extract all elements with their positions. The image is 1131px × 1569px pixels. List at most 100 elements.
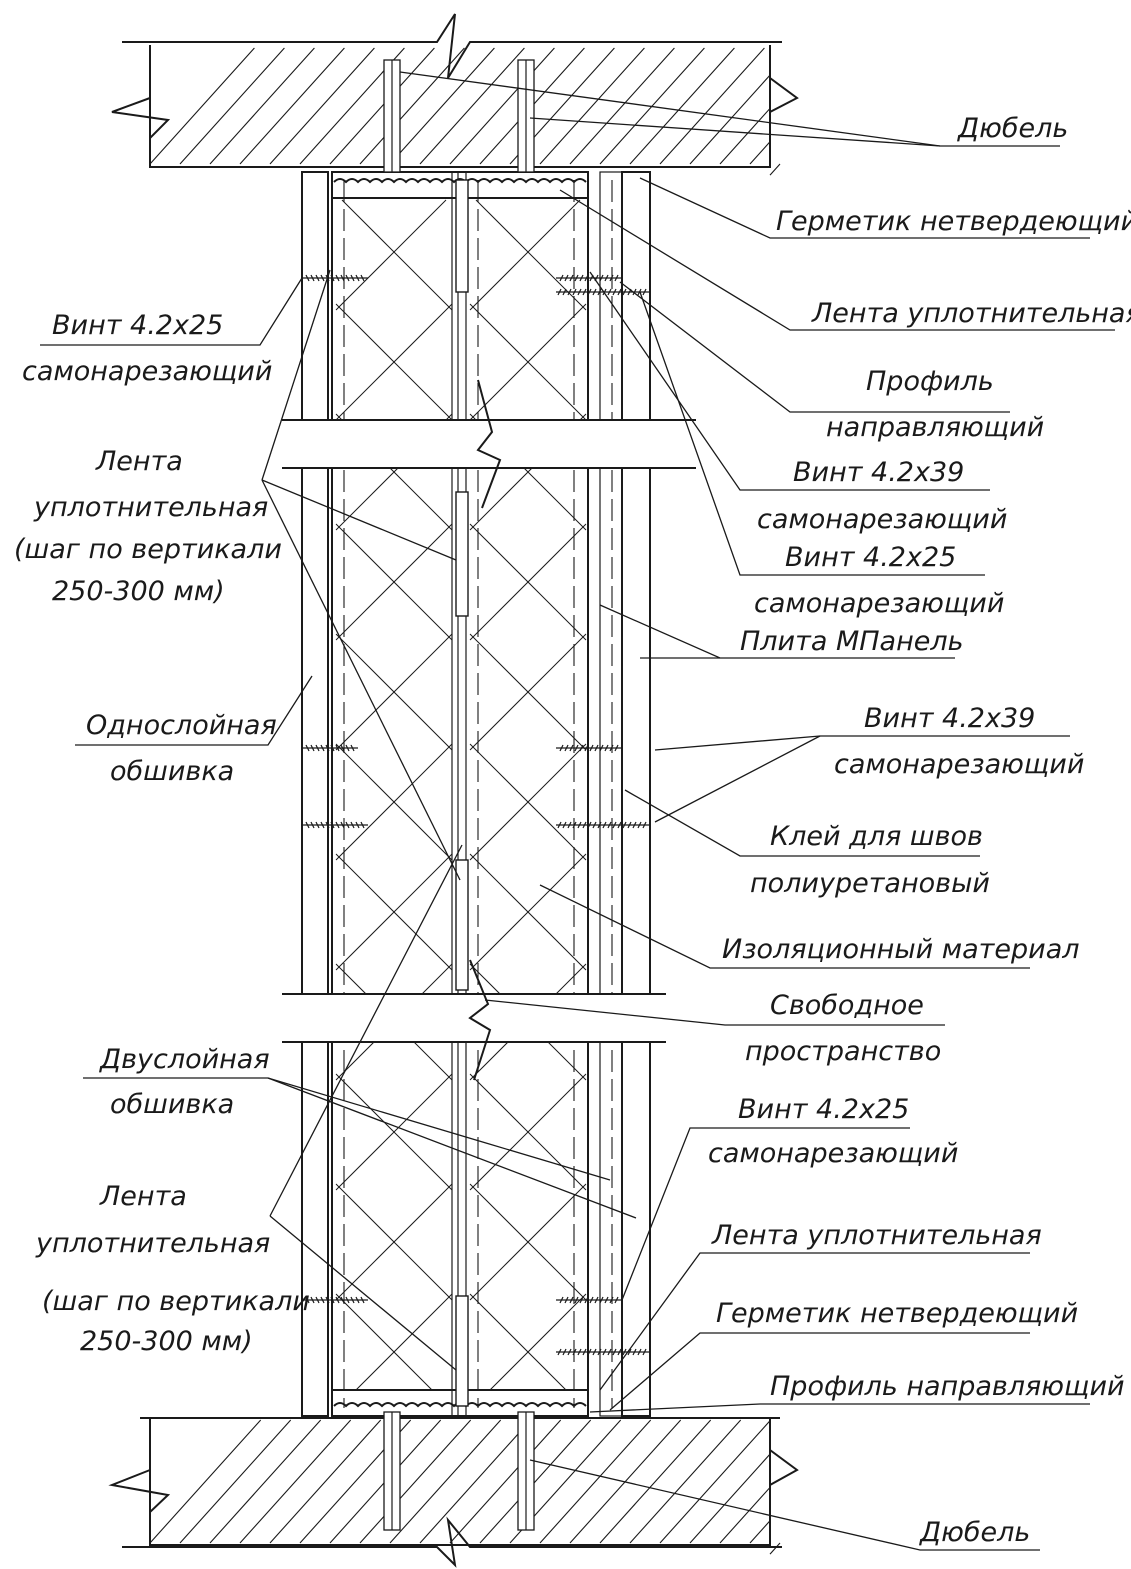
slab-hatch-line <box>329 47 435 165</box>
insulation-hatch-line <box>335 523 453 641</box>
slab-hatch-line <box>359 1419 472 1544</box>
screw-right-low-2 <box>556 1347 651 1357</box>
label-profile-low: Профиль направляющий <box>770 1371 1125 1402</box>
slab-hatch-line <box>629 1419 742 1544</box>
break-band-lower <box>282 959 666 1081</box>
insulation-hatch-line <box>469 633 587 751</box>
bottom-floor-slab <box>108 1417 799 1568</box>
label-single-layer-2: обшивка <box>110 756 234 787</box>
insulation-hatch-line <box>489 1293 587 1391</box>
label-tape-left-3: (шаг по вертикали <box>14 534 282 565</box>
slab-hatch-line <box>389 47 495 165</box>
top-slab-hatch <box>149 47 781 176</box>
slab-hatch-line <box>539 47 645 165</box>
slab-hatch-line <box>149 1419 262 1544</box>
label-screw25-left-2: самонарезающий <box>22 356 272 387</box>
slab-hatch-line <box>749 141 771 165</box>
label-screw25-low-1: Винт 4.2х25 <box>738 1094 909 1125</box>
insulation-hatch-line <box>469 1293 567 1391</box>
screw-right-mid-1 <box>556 743 623 753</box>
label-screw39-top-1: Винт 4.2х39 <box>793 457 964 488</box>
label-screw25-right-2: самонарезающий <box>754 588 1004 619</box>
insulation-hatch-line <box>469 743 587 861</box>
screw-right-low-1 <box>556 1295 623 1305</box>
insulation-hatch-line <box>355 1293 453 1391</box>
screw-left-low <box>301 1295 368 1305</box>
insulation-crosshatch <box>335 199 587 1391</box>
label-tape-left-1: Лента <box>95 446 183 477</box>
label-dowel-top: Дюбель <box>957 113 1068 144</box>
label-profile-top-1: Профиль <box>866 366 994 397</box>
label-board: Плита МПанель <box>740 626 964 657</box>
insulation-hatch-line <box>469 1183 587 1301</box>
insulation-hatch-line <box>475 199 587 311</box>
label-tape-left-2: уплотнительная <box>33 492 268 523</box>
label-tape-left-4: 250-300 мм) <box>52 576 225 607</box>
callout-labels: Дюбель Герметик нетвердеющий Лента уплот… <box>14 113 1131 1548</box>
label-screw25-left-1: Винт 4.2х25 <box>52 310 223 341</box>
slab-hatch-line <box>769 163 781 176</box>
slab-hatch-line <box>149 47 255 165</box>
partition-wall <box>301 171 651 1417</box>
sealing-tapes <box>455 179 469 1407</box>
insulation-hatch-line <box>335 1073 453 1191</box>
label-sealant-top: Герметик нетвердеющий <box>776 206 1131 237</box>
slab-hatch-line <box>449 47 555 165</box>
label-screw39-top-2: самонарезающий <box>757 504 1007 535</box>
insulation-hatch-line <box>335 199 447 311</box>
slab-hatch-line <box>599 1419 712 1544</box>
label-free-space-2: пространство <box>745 1036 941 1067</box>
dowel-top-left <box>383 59 401 173</box>
screw-left-mid-1 <box>301 743 358 753</box>
label-double-layer-1: Двуслойная <box>99 1044 270 1075</box>
insulation-hatch-line <box>469 853 587 971</box>
label-single-layer-1: Однослойная <box>86 710 277 741</box>
insulation-hatch-line <box>469 303 587 421</box>
label-sealant-low: Герметик нетвердеющий <box>716 1298 1078 1329</box>
dowels <box>383 59 535 1531</box>
slab-hatch-line <box>659 47 765 165</box>
slab-hatch-line <box>539 1419 652 1544</box>
slab-hatch-line <box>769 1542 781 1555</box>
label-screw39-mid-2: самонарезающий <box>834 749 1084 780</box>
label-tape-top: Лента уплотнительная <box>811 298 1131 329</box>
insulation-hatch-line <box>335 633 453 751</box>
screw-right-top-1 <box>556 273 623 283</box>
slab-hatch-line <box>419 47 525 165</box>
slab-hatch-line <box>569 47 675 165</box>
break-band-upper <box>282 379 696 509</box>
slab-hatch-line <box>749 1520 771 1544</box>
dowel-top-right <box>517 59 535 173</box>
insulation-hatch-line <box>469 199 581 311</box>
slab-hatch-line <box>419 1419 532 1544</box>
label-insulation: Изоляционный материал <box>722 934 1080 965</box>
slab-hatch-line <box>449 1419 562 1544</box>
insulation-hatch-line <box>469 1073 587 1191</box>
slab-hatch-line <box>389 1419 502 1544</box>
screw-left-top <box>301 273 368 283</box>
slab-hatch-line <box>179 1419 292 1544</box>
leader-lines <box>40 71 1115 1551</box>
slab-hatch-line <box>479 1419 592 1544</box>
screw-left-mid-2 <box>301 820 368 830</box>
insulation-hatch-line <box>341 199 453 311</box>
label-glue-2: полиуретановый <box>750 868 990 899</box>
screw-right-mid-2 <box>556 820 651 830</box>
slab-hatch-line <box>629 47 735 165</box>
label-tape-left-low-3: (шаг по вертикали <box>42 1286 310 1317</box>
insulation-hatch-line <box>335 1293 433 1391</box>
label-screw39-mid-1: Винт 4.2х39 <box>864 703 1035 734</box>
dowel-bottom-left <box>383 1411 401 1531</box>
slab-hatch-line <box>239 1419 352 1544</box>
insulation-hatch-line <box>335 743 453 861</box>
label-profile-top-2: направляющий <box>826 412 1044 443</box>
dowel-bottom-right <box>517 1411 535 1531</box>
label-glue-1: Клей для швов <box>770 821 983 852</box>
slab-hatch-line <box>659 1420 771 1544</box>
slab-hatch-line <box>239 47 345 165</box>
label-tape-left-low-2: уплотнительная <box>35 1228 270 1259</box>
label-tape-left-low-4: 250-300 мм) <box>80 1326 253 1357</box>
slab-hatch-line <box>719 1487 771 1544</box>
label-screw25-low-2: самонарезающий <box>708 1138 958 1169</box>
